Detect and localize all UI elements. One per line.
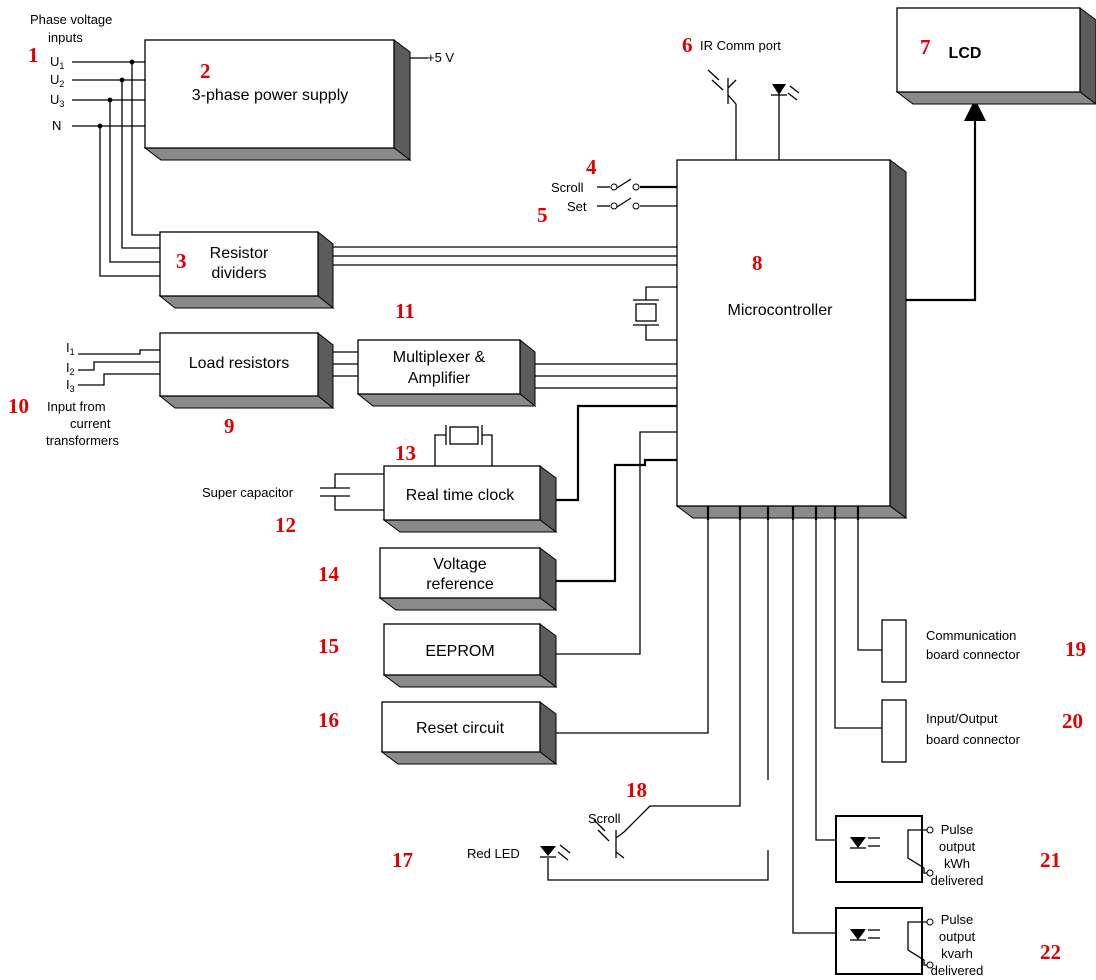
pulse-kwh-label-1: Pulse — [941, 822, 974, 837]
ct-label-2: current — [70, 416, 111, 431]
ir-phototransistor-icon — [707, 69, 737, 122]
reset-circuit-block: Reset circuit — [380, 701, 558, 765]
pulse-output-kvarh-icon — [835, 907, 934, 975]
ref-number-19: 19 — [1065, 637, 1086, 661]
i3-label: I3 — [66, 377, 75, 394]
ref-number-10: 10 — [8, 394, 29, 418]
power-supply-block: 3-phase power supply — [143, 39, 412, 161]
ref-number-3: 3 — [176, 249, 187, 273]
ref-number-1: 1 — [28, 43, 39, 67]
eeprom-label: EEPROM — [425, 643, 494, 660]
lcd-label: LCD — [949, 45, 982, 62]
mux-label-line2: Amplifier — [408, 370, 471, 387]
pulse-kvarh-label-3: kvarh — [941, 946, 973, 961]
voltage-reference-block: Voltage reference — [378, 547, 558, 611]
lcd-block: LCD — [895, 7, 1096, 105]
eeprom-block: EEPROM — [382, 623, 558, 688]
ref-number-4: 4 — [586, 155, 597, 179]
phase-inputs-label-1: Phase voltage — [30, 12, 112, 27]
ref-number-11: 11 — [395, 299, 415, 323]
set-switch-icon — [597, 197, 640, 210]
rtc-crystal-icon — [445, 425, 483, 445]
pulse-output-kwh-icon — [835, 815, 934, 883]
ir-led-icon — [771, 84, 800, 102]
vref-label-line2: reference — [426, 576, 494, 593]
communication-connector — [881, 619, 907, 683]
scroll-switch-icon — [597, 178, 640, 191]
io-connector-label-1: Input/Output — [926, 711, 998, 726]
ref-number-8: 8 — [752, 251, 763, 275]
ref-number-22: 22 — [1040, 940, 1061, 964]
io-connector-label-2: board connector — [926, 732, 1021, 747]
super-capacitor-icon — [320, 487, 350, 497]
ref-number-6: 6 — [682, 33, 693, 57]
pulse-kwh-label-2: output — [939, 839, 976, 854]
ref-number-7: 7 — [920, 35, 931, 59]
set-label: Set — [567, 199, 587, 214]
resistor-dividers-block: Resistor dividers — [158, 230, 335, 310]
mux-label-line1: Multiplexer & — [393, 349, 486, 366]
plus5v-label: +5 V — [427, 50, 454, 65]
load-resistors-block: Load resistors — [158, 331, 335, 410]
scroll-label: Scroll — [551, 180, 584, 195]
ref-number-21: 21 — [1040, 848, 1061, 872]
ref-number-17: 17 — [392, 848, 413, 872]
n-label: N — [52, 118, 61, 133]
wires — [72, 57, 986, 934]
pulse-kvarh-label-4: delivered — [931, 963, 984, 978]
ct-label-3: transformers — [46, 433, 119, 448]
i2-label: I2 — [66, 360, 75, 377]
ct-label-1: Input from — [47, 399, 106, 414]
comm-connector-label-1: Communication — [926, 628, 1016, 643]
power-supply-label: 3-phase power supply — [192, 87, 349, 104]
u3-label: U3 — [50, 92, 64, 109]
load-resistors-label: Load resistors — [189, 355, 290, 372]
microcontroller-block: Microcontroller — [675, 159, 908, 519]
vref-label-line1: Voltage — [433, 556, 486, 573]
ir-comm-label: IR Comm port — [700, 38, 781, 53]
comm-connector-label-2: board connector — [926, 647, 1021, 662]
reference-numbers: 1 2 3 4 5 6 7 8 9 10 11 12 13 14 15 16 1… — [8, 33, 1086, 964]
ref-number-16: 16 — [318, 708, 339, 732]
scroll-phototransistor-icon — [593, 805, 651, 859]
reset-label: Reset circuit — [416, 720, 505, 737]
ref-number-13: 13 — [395, 441, 416, 465]
mux-amplifier-block: Multiplexer & Amplifier — [356, 338, 537, 408]
ref-number-14: 14 — [318, 562, 340, 586]
rtc-block: Real time clock — [382, 465, 558, 533]
mcu-bottom-pins — [706, 506, 860, 520]
rtc-label: Real time clock — [406, 487, 515, 504]
phase-inputs-label-2: inputs — [48, 30, 83, 45]
ref-number-20: 20 — [1062, 709, 1083, 733]
labels: Phase voltage inputs U1 U2 U3 N +5 V IR … — [30, 12, 1021, 978]
red-led-icon — [540, 844, 571, 861]
microcontroller-label: Microcontroller — [728, 302, 834, 319]
pulse-kwh-label-3: kWh — [944, 856, 970, 871]
io-connector — [881, 699, 907, 763]
pulse-kvarh-label-2: output — [939, 929, 976, 944]
u1-label: U1 — [50, 54, 64, 71]
pulse-kvarh-label-1: Pulse — [941, 912, 974, 927]
ref-number-9: 9 — [224, 414, 235, 438]
mcu-crystal-icon — [633, 299, 659, 326]
super-capacitor-label: Super capacitor — [202, 485, 294, 500]
pulse-kwh-label-4: delivered — [931, 873, 984, 888]
u2-label: U2 — [50, 72, 64, 89]
ref-number-18: 18 — [626, 778, 647, 802]
i1-label: I1 — [66, 340, 75, 357]
scroll-bottom-label: Scroll — [588, 811, 621, 826]
resistor-label-line1: Resistor — [210, 245, 269, 262]
ref-number-12: 12 — [275, 513, 296, 537]
resistor-label-line2: dividers — [211, 265, 266, 282]
red-led-label: Red LED — [467, 846, 520, 861]
ref-number-2: 2 — [200, 59, 211, 83]
ref-number-15: 15 — [318, 634, 339, 658]
ref-number-5: 5 — [537, 203, 548, 227]
